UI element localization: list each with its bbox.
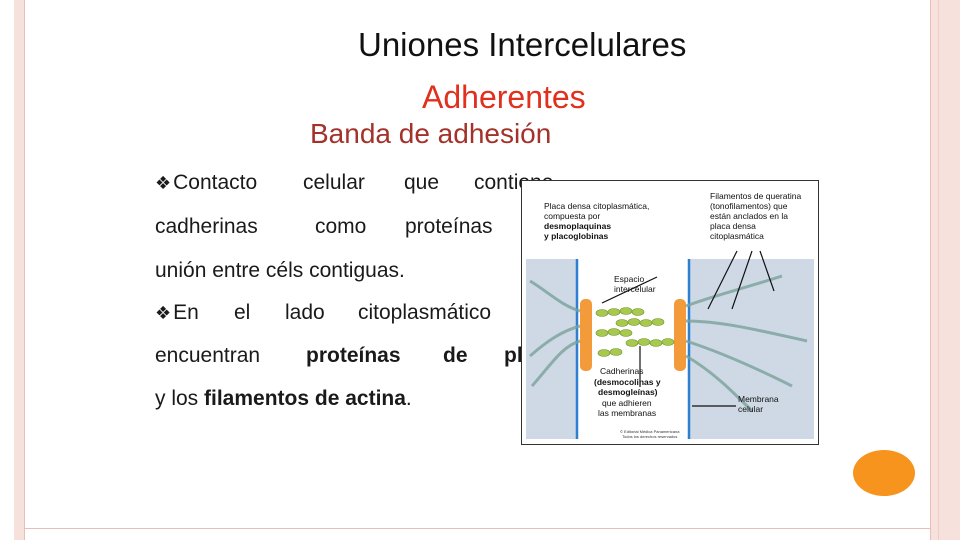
label-esp-1: Espacio: [614, 274, 645, 284]
annotation-arrows: [601, 250, 775, 407]
bullet-2-line2-word-1: encuentran: [155, 344, 261, 367]
left-plaque: [580, 299, 592, 371]
cadherin-beads: [595, 307, 675, 357]
slide-subtitle: Adherentes: [422, 79, 586, 115]
bullet-2-word-3: lado: [285, 301, 325, 324]
label-fil-5: citoplasmática: [710, 231, 764, 241]
diamond-bullet-icon: ❖: [155, 173, 172, 193]
slide-title: Uniones Intercelulares: [358, 26, 687, 63]
desmosome-illustration: Placa densa citoplasmática, compuesta po…: [526, 191, 814, 439]
label-placa-2: compuesta por: [544, 211, 600, 221]
bullet-2-word-2: el: [234, 301, 251, 324]
label-cad-4: que adhieren: [602, 398, 652, 408]
label-fil-3: están anclados en la: [710, 211, 788, 221]
desmosome-diagram: Placa densa citoplasmática, compuesta po…: [521, 180, 819, 445]
label-fil-4: placa densa: [710, 221, 756, 231]
bullet-2-line2-word-3: de: [443, 344, 468, 367]
section-title: Banda de adhesión: [310, 118, 552, 149]
credit-2: Todos los derechos reservados: [622, 434, 677, 439]
label-mem-2: celular: [738, 404, 763, 414]
label-placa-3: desmoplaquinas: [544, 221, 611, 231]
keratin-filaments: [529, 274, 808, 413]
diamond-bullet-icon: ❖: [155, 303, 172, 323]
label-cad-2: (desmocolinas y: [594, 377, 661, 387]
label-cad-3: desmogleínas): [598, 387, 658, 397]
label-esp-2: intercelular: [614, 284, 656, 294]
bullet-1-line2-word-3: proteínas: [405, 215, 493, 238]
bottom-border-line: [24, 528, 930, 529]
bullet-2-word-1: ❖En: [155, 301, 199, 324]
label-cad-1: Cadherinas: [600, 366, 643, 376]
right-plaque: [674, 299, 686, 371]
credit-1: © Editorial Médica Panamericana: [620, 429, 680, 434]
label-cad-5: las membranas: [598, 408, 656, 418]
label-fil-1: Filamentos de queratina: [710, 191, 801, 201]
right-border-stripe: [930, 0, 960, 540]
right-border-line-inner: [938, 0, 939, 540]
bullet-1-word-3: que: [404, 171, 440, 194]
label-placa-4: y placoglobinas: [544, 231, 609, 241]
label-mem-1: Membrana: [738, 394, 779, 404]
bullet-2-line3: y los filamentos de actina.: [155, 387, 412, 410]
bullet-1-line2-word-1: cadherinas: [155, 215, 258, 238]
label-fil-2: (tonofilamentos) que: [710, 201, 788, 211]
left-border-line: [24, 0, 25, 540]
decorative-orange-circle: [853, 450, 915, 496]
bullet-1-line3: unión entre céls contiguas.: [155, 259, 405, 282]
left-border-stripe: [14, 0, 24, 540]
right-border-line: [930, 0, 931, 540]
label-placa-1: Placa densa citoplasmática,: [544, 201, 649, 211]
bullet-1-line2-word-2: como: [315, 215, 367, 238]
bullet-2-word-4: citoplasmático: [358, 301, 492, 324]
bullet-2-line2-word-2: proteínas: [306, 344, 401, 367]
bullet-1-word-1: ❖Contacto: [155, 171, 258, 194]
bullet-1-word-2: celular: [303, 171, 365, 194]
